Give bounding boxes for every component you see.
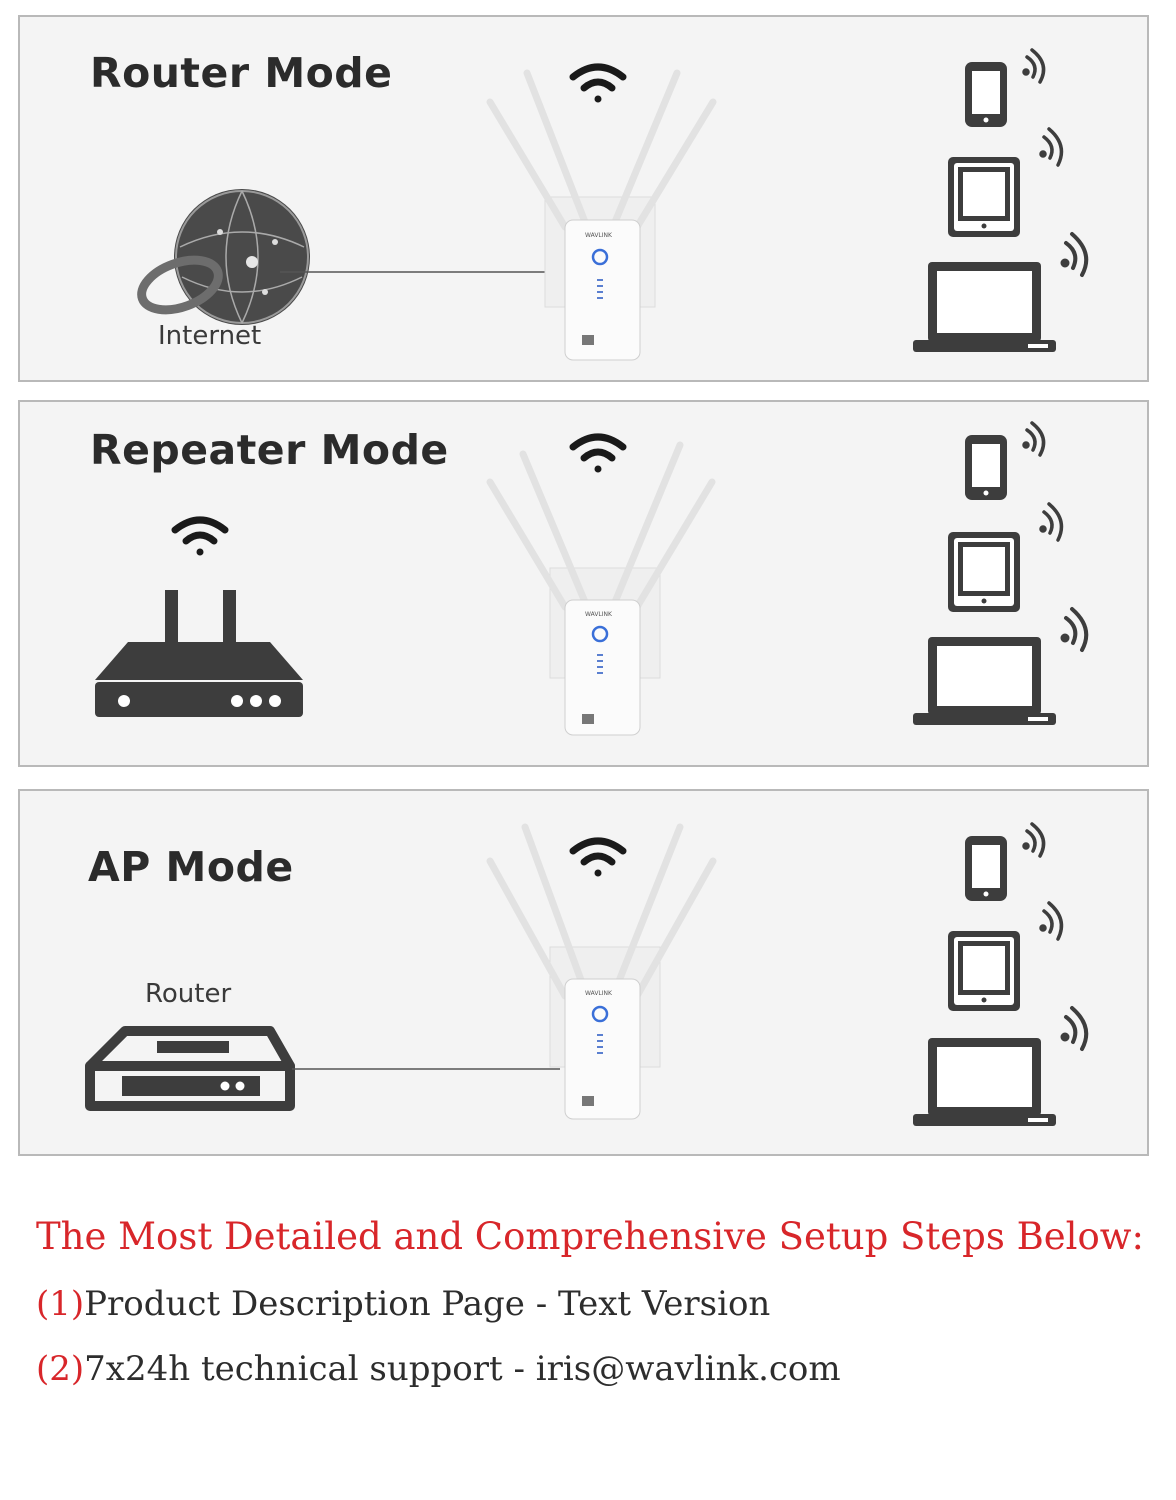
wifi-icon	[569, 63, 627, 103]
step-2: (2)7x24h technical support - iris@wavlin…	[36, 1349, 841, 1389]
laptop-icon	[913, 262, 1056, 352]
signal-icon	[1039, 901, 1064, 941]
wifi-extender-device	[486, 823, 717, 1120]
device-brand-text: WAVLINK	[585, 232, 613, 239]
smartphone-icon	[965, 435, 1007, 500]
device-brand-text: WAVLINK	[585, 990, 613, 997]
ap-mode-title: AP Mode	[88, 843, 294, 891]
repeater-mode-title: Repeater Mode	[90, 426, 449, 474]
signal-icon	[1022, 421, 1046, 457]
router-mode-title: Router Mode	[90, 49, 393, 97]
step-1-number: (1)	[36, 1284, 85, 1324]
device-brand-text: WAVLINK	[585, 611, 613, 618]
repeater-mode-diagram: WAVLINK	[95, 421, 1089, 736]
signal-icon	[1039, 502, 1064, 542]
step-1-link[interactable]: Product Description Page - Text Version	[84, 1284, 771, 1324]
step-2-number: (2)	[36, 1349, 85, 1389]
router-mode-diagram: WAVLINK	[137, 48, 1089, 361]
smartphone-icon	[965, 836, 1007, 901]
router-label: Router	[145, 979, 232, 1009]
signal-icon	[1060, 232, 1089, 277]
signal-icon	[1039, 127, 1064, 167]
signal-icon	[1060, 1006, 1089, 1051]
tablet-icon	[948, 931, 1020, 1011]
wifi-extender-device	[486, 441, 716, 736]
signal-icon	[1022, 48, 1046, 84]
wifi-icon	[569, 837, 627, 877]
smartphone-icon	[965, 62, 1007, 127]
repeater-mode-panel: Repeater Mode	[18, 400, 1149, 767]
wifi-extender-device	[486, 69, 717, 361]
setup-steps-heading: The Most Detailed and Comprehensive Setu…	[36, 1215, 1144, 1258]
step-1: (1)Product Description Page - Text Versi…	[36, 1284, 770, 1324]
wifi-icon	[569, 433, 627, 473]
laptop-icon	[913, 1038, 1056, 1126]
router-mode-panel: Router Mode	[18, 15, 1149, 382]
ap-mode-panel: AP Mode	[18, 789, 1149, 1156]
internet-label: Internet	[158, 321, 262, 351]
signal-icon	[1022, 822, 1046, 858]
internet-globe-icon	[137, 189, 310, 325]
wifi-icon	[171, 516, 229, 556]
router-icon	[85, 1026, 295, 1111]
step-2-link[interactable]: 7x24h technical support - iris@wavlink.c…	[84, 1349, 841, 1389]
ap-mode-diagram: WAVLINK	[85, 822, 1089, 1126]
tablet-icon	[948, 157, 1020, 237]
signal-icon	[1060, 607, 1089, 652]
main-router-icon	[95, 590, 303, 717]
tablet-icon	[948, 532, 1020, 612]
laptop-icon	[913, 637, 1056, 725]
